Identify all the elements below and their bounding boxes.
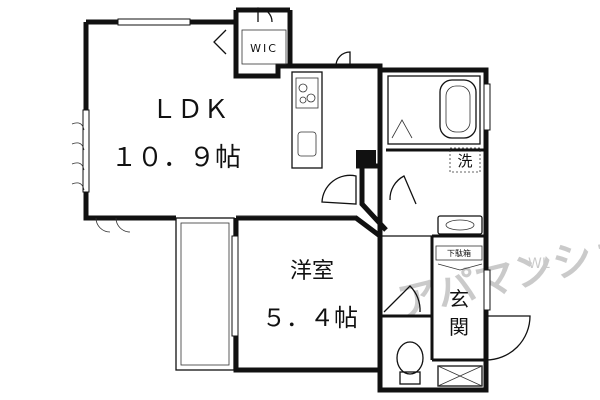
watermark-text: アパマンショップ [393, 205, 600, 327]
bathroom [387, 75, 481, 145]
walk-in-closet: WIC [241, 29, 287, 65]
room-labels: ＬＤＫ １０．９帖 洋室 ５．４帖 玄 関 [111, 95, 469, 339]
wic-label: WIC [250, 42, 278, 55]
interior-walls [356, 70, 486, 362]
entrance-label-2: 関 [449, 315, 469, 339]
entrance-label-1: 玄 [449, 287, 469, 311]
toilet [396, 341, 424, 385]
ldk-size: １０．９帖 [111, 143, 241, 173]
washbasin [437, 215, 483, 235]
storage [437, 365, 483, 387]
balcony [175, 217, 235, 371]
exterior-walls [83, 7, 489, 393]
shoe-box: 下駄箱 [435, 245, 483, 271]
western-room-size: ５．４帖 [262, 304, 358, 332]
watermark-mark: WL [528, 256, 550, 272]
shoe-box-label: 下駄箱 [447, 248, 471, 258]
ldk-name: ＬＤＫ [151, 95, 229, 125]
windows [71, 18, 491, 337]
laundry-label: 洗 [457, 152, 472, 170]
watermark: アパマンショップ WL [393, 205, 600, 327]
doors [213, 7, 531, 361]
western-room-name: 洋室 [290, 259, 334, 284]
laundry-area: 洗 [449, 147, 481, 173]
kitchen-counter [291, 71, 323, 169]
